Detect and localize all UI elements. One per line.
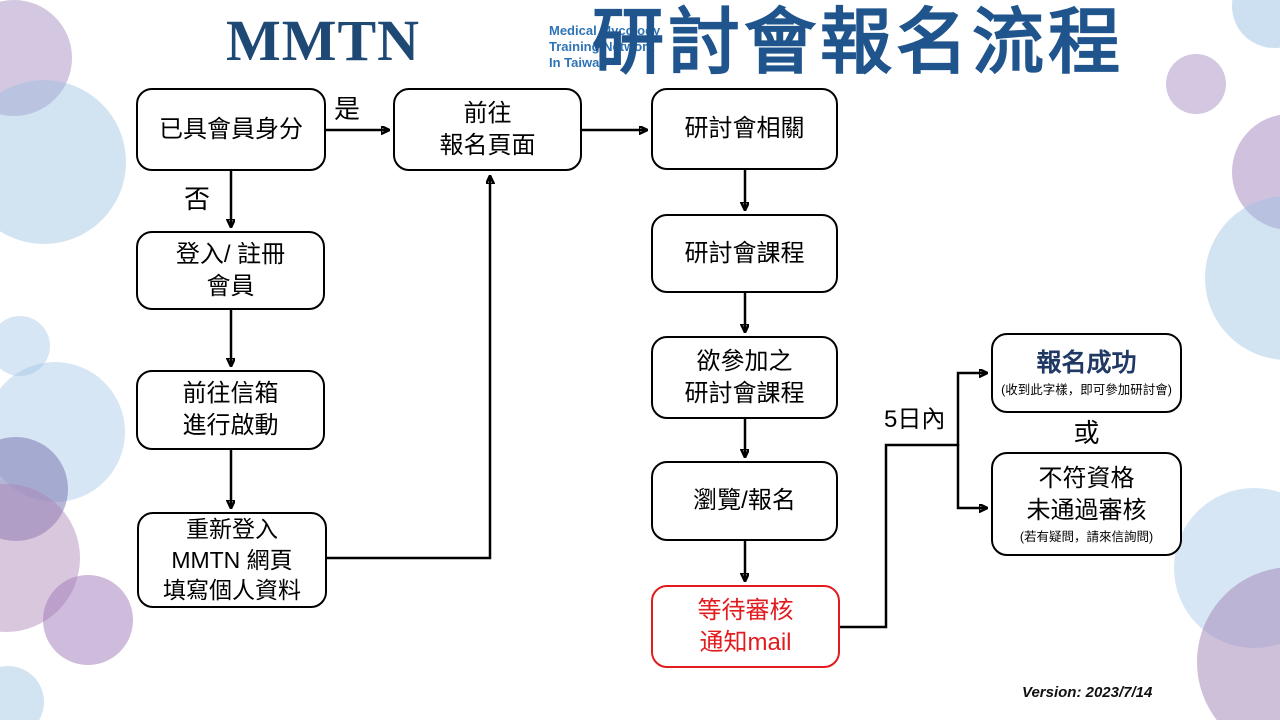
flow-node-mailbox-activate: 前往信箱 進行啟動 xyxy=(136,370,325,450)
node-note: (收到此字樣，即可參加研討會) xyxy=(1001,383,1172,398)
node-label: 前往信箱 進行啟動 xyxy=(182,380,279,439)
edge-label-within-5-days: 5日內 xyxy=(884,406,946,433)
node-note: (若有疑問，請來信詢問) xyxy=(1019,529,1154,544)
mmtn-logo: MMTN xyxy=(226,8,421,73)
flow-node-not-qualified: 不符資格 未通過審核 (若有疑問，請來信詢問) xyxy=(991,452,1182,556)
node-label: 研討會課程 xyxy=(684,239,805,267)
node-label: 前往 報名頁面 xyxy=(439,99,536,159)
flow-node-relogin-fill-profile: 重新登入 MMTN 網頁 填寫個人資料 xyxy=(137,512,327,608)
flow-node-browse-register: 瀏覽/報名 xyxy=(651,461,838,541)
node-label: 瀏覽/報名 xyxy=(693,487,796,515)
node-label: 不符資格 未通過審核 xyxy=(1026,465,1147,524)
flow-node-seminar-courses: 研討會課程 xyxy=(651,214,838,293)
node-label: 欲參加之 研討會課程 xyxy=(684,347,805,407)
node-label: 已具會員身分 xyxy=(159,115,303,143)
flow-node-registration-page: 前往 報名頁面 xyxy=(393,88,582,171)
version-text: Version: 2023/7/14 xyxy=(1022,684,1153,701)
flow-node-desired-course: 欲參加之 研討會課程 xyxy=(651,336,838,419)
connector-branch-to-success xyxy=(956,373,986,446)
flow-node-wait-review-mail: 等待審核 通知mail xyxy=(651,585,840,668)
edge-label-or: 或 xyxy=(1073,418,1100,448)
node-label: 報名成功 xyxy=(1036,349,1137,378)
page-title: 研討會報名流程 xyxy=(592,3,1125,83)
node-label: 登入/ 註冊 會員 xyxy=(175,240,286,300)
node-label: 等待審核 通知mail xyxy=(697,596,794,656)
node-label: 研討會相關 xyxy=(684,115,805,143)
edge-label-no: 否 xyxy=(184,184,211,214)
node-label: 重新登入 MMTN 網頁 填寫個人資料 xyxy=(163,516,301,604)
connector-wait-to-branch xyxy=(840,443,958,629)
mmtn-logo-subtitle: Medical Mycology Training Network In Tai… xyxy=(549,23,661,70)
connector-branch-to-reject xyxy=(956,444,986,508)
edge-label-yes: 是 xyxy=(334,94,361,124)
connector-relogin-to-regpage xyxy=(327,177,490,560)
flow-node-registration-success: 報名成功 (收到此字樣，即可參加研討會) xyxy=(991,333,1182,413)
flow-node-seminar-related: 研討會相關 xyxy=(651,88,838,170)
flow-node-member-status: 已具會員身分 xyxy=(136,88,326,171)
flow-node-login-register: 登入/ 註冊 會員 xyxy=(136,231,325,310)
